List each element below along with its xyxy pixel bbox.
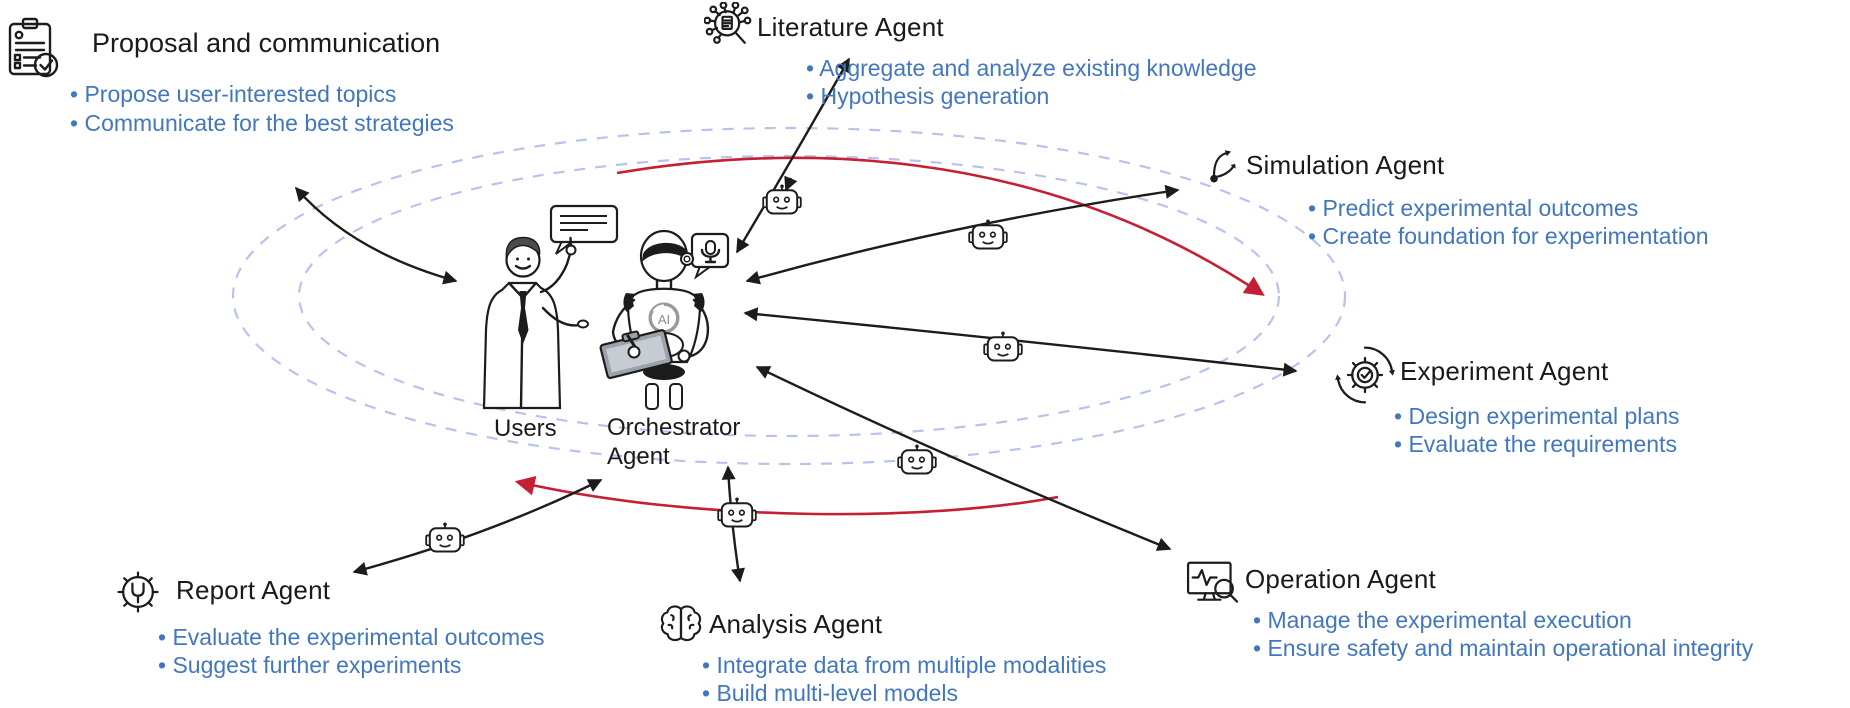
users-figure <box>482 204 619 410</box>
speech-bubble-lines <box>560 215 607 231</box>
bullet-item: Evaluate the experimental outcomes <box>158 623 544 651</box>
bullet-item: Hypothesis generation <box>806 82 1257 110</box>
operation-title: Operation Agent <box>1245 564 1436 594</box>
robot-leg <box>669 383 683 410</box>
robot-relay-icon <box>897 444 937 475</box>
proposal-bullets: Propose user-interested topics Communica… <box>70 80 454 138</box>
proposal-title: Proposal and communication <box>92 28 441 58</box>
experiment-bullets: Design experimental plans Evaluate the r… <box>1394 402 1680 458</box>
brain-icon <box>658 602 704 646</box>
link-simulation-arrow <box>745 184 1180 285</box>
robot-arm-right <box>684 298 710 359</box>
bullet-item: Propose user-interested topics <box>70 80 454 109</box>
bullet-item: Aggregate and analyze existing knowledge <box>806 54 1256 82</box>
literature-bullets: Aggregate and analyze existing knowledge… <box>806 54 1257 110</box>
users-label: Users <box>494 415 557 442</box>
experiment-title: Experiment Agent <box>1400 356 1609 386</box>
link-operation-arrow <box>755 365 1172 551</box>
analysis-bullets: Integrate data from multiple modalities … <box>702 651 1106 707</box>
orchestrator-figure: AI <box>599 229 730 410</box>
robot-relay-icon <box>983 331 1023 362</box>
orchestrator-label: Orchestrator Agent <box>607 413 740 471</box>
ai-badge-text: AI <box>658 312 670 327</box>
literature-search-icon <box>704 2 754 52</box>
robot-relay-icon <box>762 184 802 215</box>
link-report-arrow <box>352 478 603 576</box>
bullet-item: Evaluate the requirements <box>1394 430 1680 458</box>
user-gesture-arm <box>541 306 581 327</box>
bullet-item: Manage the experimental execution <box>1253 606 1753 634</box>
bullet-item: Suggest further experiments <box>158 651 545 679</box>
red-flow-arrow-bottom <box>514 475 1059 516</box>
link-experiment-arrow <box>743 307 1298 377</box>
literature-title: Literature Agent <box>757 12 944 42</box>
simulation-bullets: Predict experimental outcomes Create fou… <box>1308 194 1709 250</box>
robot-relay-icon <box>968 219 1008 250</box>
gear-wrench-icon <box>112 566 164 618</box>
clipboard-check-icon <box>6 16 60 80</box>
bullet-item: Communicate for the best strategies <box>70 109 453 138</box>
bullet-item: Ensure safety and maintain operational i… <box>1253 634 1753 662</box>
monitor-pulse-magnifier-icon <box>1186 560 1240 608</box>
bullet-item: Integrate data from multiple modalities <box>702 651 1106 679</box>
bullet-item: Build multi-level models <box>702 679 1106 707</box>
gear-cycle-check-icon <box>1332 342 1398 408</box>
microphone-icon <box>705 240 716 255</box>
user-hair <box>505 236 541 261</box>
orchestrator-label-line2: Agent <box>607 443 670 470</box>
branching-arrows-icon <box>1204 146 1244 186</box>
orchestrator-label-line1: Orchestrator <box>607 414 741 441</box>
link-proposal-users-arrow <box>294 186 458 285</box>
robot-leg <box>645 383 659 410</box>
bullet-item: Design experimental plans <box>1394 402 1679 430</box>
bullet-item: Predict experimental outcomes <box>1308 194 1709 222</box>
simulation-title: Simulation Agent <box>1246 150 1445 180</box>
report-bullets: Evaluate the experimental outcomes Sugge… <box>158 623 545 679</box>
report-title: Report Agent <box>176 575 331 605</box>
robot-relay-icon <box>425 522 465 553</box>
orbit-ring-outer <box>231 126 1347 466</box>
operation-bullets: Manage the experimental execution Ensure… <box>1253 606 1753 662</box>
bullet-item: Create foundation for experimentation <box>1308 222 1708 250</box>
link-literature-relay-arrowhead <box>784 175 798 192</box>
robot-visor <box>642 242 687 262</box>
robot-relay-icon <box>717 497 757 528</box>
user-raised-arm <box>539 252 572 294</box>
red-flow-arrow-top <box>616 156 1265 296</box>
analysis-title: Analysis Agent <box>709 609 883 639</box>
